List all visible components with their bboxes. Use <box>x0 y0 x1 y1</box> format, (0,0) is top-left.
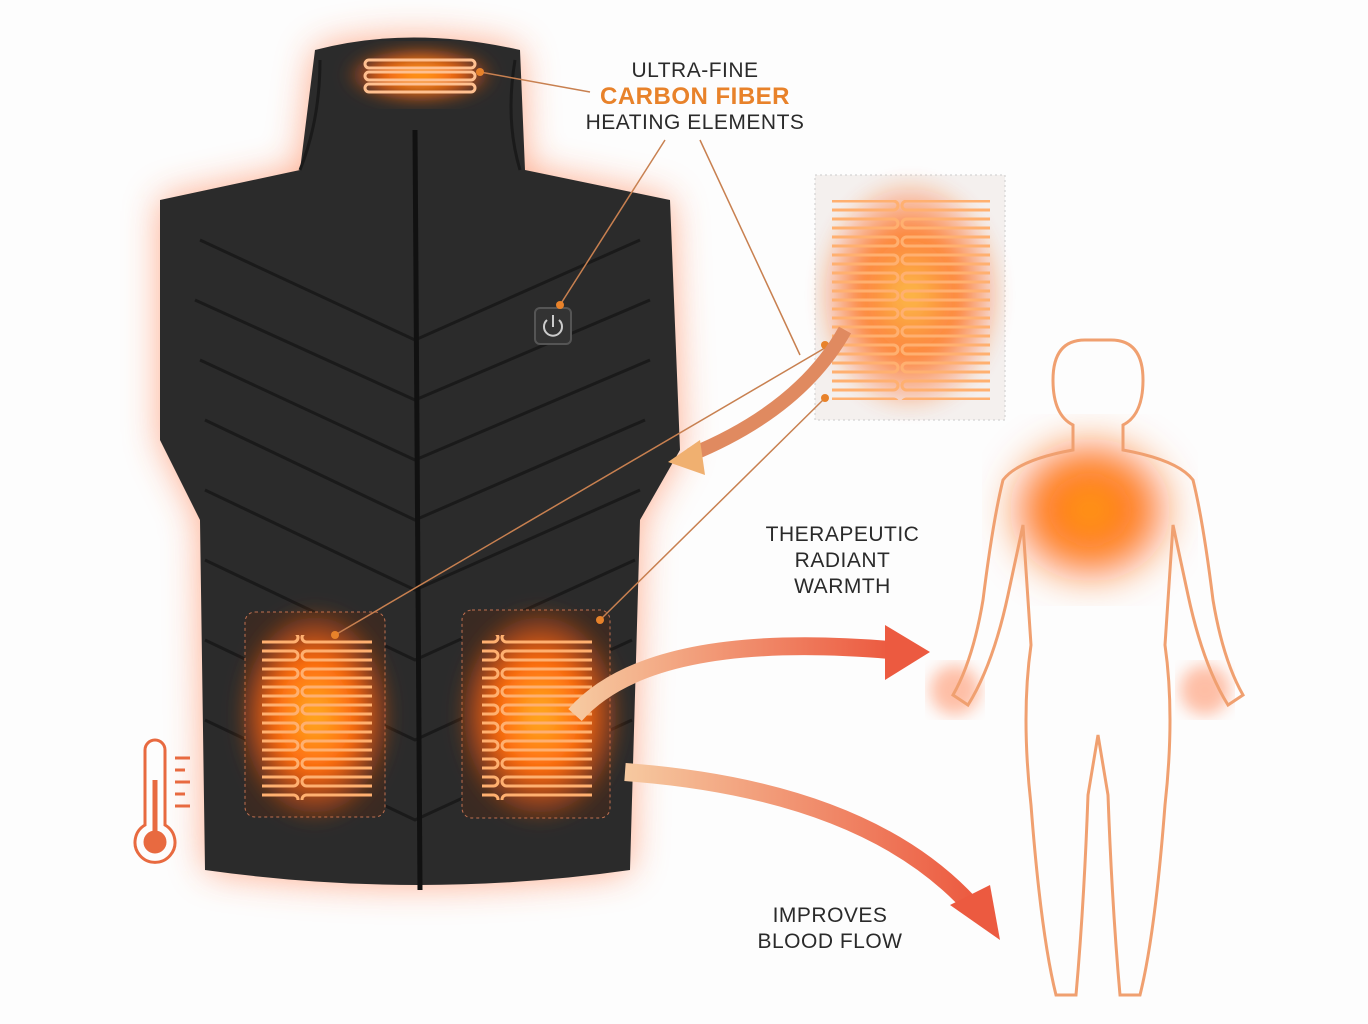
callout-line: WARMTH <box>794 575 891 598</box>
blood-flow-callout: IMPROVES BLOOD FLOW <box>730 903 930 955</box>
callout-line: THERAPEUTIC <box>765 523 920 546</box>
human-body-icon <box>930 338 1245 997</box>
callout-line: BLOOD FLOW <box>757 930 903 953</box>
arrows <box>568 326 1000 940</box>
heated-vest-icon <box>160 37 680 891</box>
thermometer-icon <box>133 738 190 864</box>
power-button-icon <box>534 307 572 345</box>
callout-line: ULTRA-FINE <box>631 59 759 82</box>
heating-elements-callout: ULTRA-FINE CARBON FIBER HEATING ELEMENTS <box>575 58 815 136</box>
callout-line: RADIANT <box>794 549 891 572</box>
callout-line: HEATING ELEMENTS <box>585 111 805 134</box>
warmth-callout: THERAPEUTIC RADIANT WARMTH <box>740 522 945 600</box>
carbon-fiber-element-detail <box>814 174 1006 421</box>
callout-line: IMPROVES <box>772 904 888 927</box>
callout-highlight: CARBON FIBER <box>600 83 790 110</box>
